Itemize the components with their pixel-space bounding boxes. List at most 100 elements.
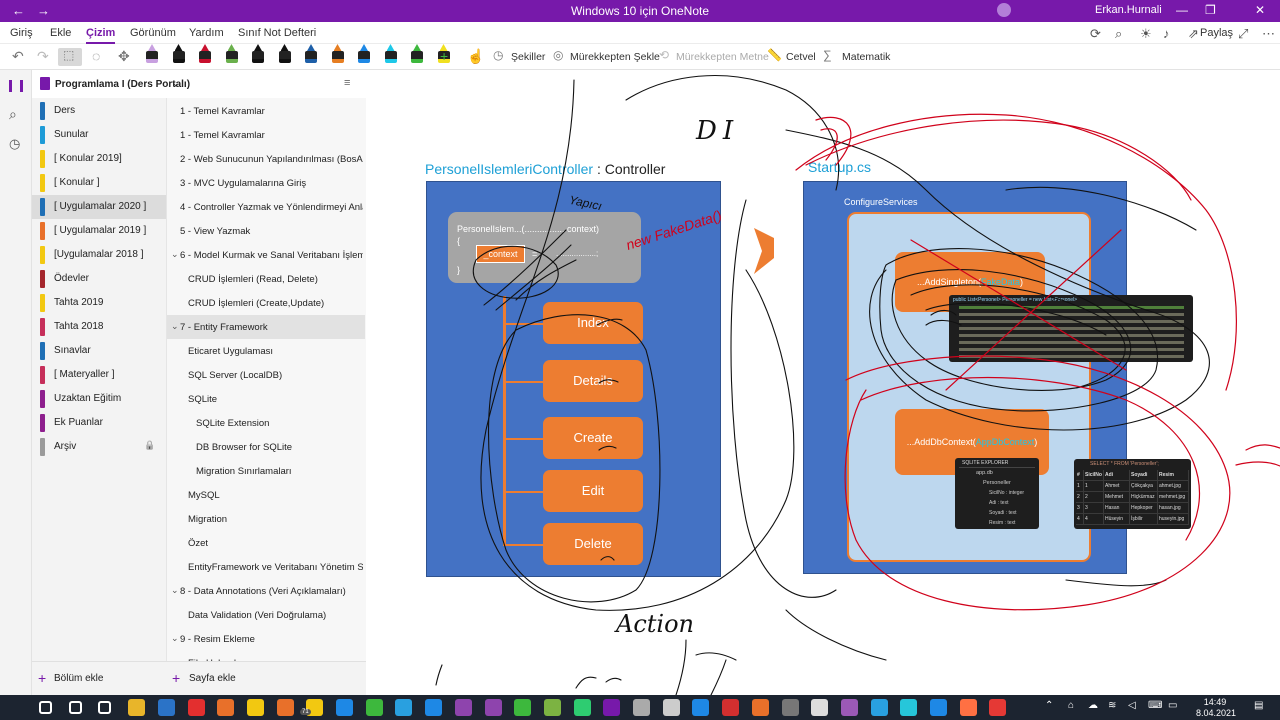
close-button[interactable]: ✕ bbox=[1255, 3, 1266, 17]
more-icon[interactable]: ⋯ bbox=[1262, 26, 1275, 41]
page-item[interactable]: Eticaret Uygulaması bbox=[167, 339, 365, 363]
app-icon[interactable] bbox=[514, 699, 532, 716]
firefox-icon[interactable] bbox=[217, 699, 235, 716]
fullscreen-icon[interactable]: ⤢ bbox=[1238, 26, 1249, 41]
app-icon[interactable] bbox=[840, 699, 858, 716]
chevron-down-icon[interactable]: ⌄ bbox=[171, 633, 179, 643]
add-section-icon[interactable]: + bbox=[38, 670, 47, 686]
pen-tool[interactable] bbox=[305, 44, 317, 66]
pen-tool[interactable] bbox=[172, 44, 185, 66]
app-icon[interactable] bbox=[959, 699, 977, 716]
notebook-header[interactable]: Programlama I (Ders Portalı) ⌄ ≡ bbox=[32, 70, 366, 98]
page-item[interactable]: 5 - View Yazmak bbox=[167, 219, 365, 243]
section-item[interactable]: Sınavlar bbox=[32, 339, 166, 363]
section-item[interactable]: Sunular bbox=[32, 123, 166, 147]
page-item[interactable]: Data Validation (Veri Doğrulama) bbox=[167, 603, 365, 627]
app-icon[interactable] bbox=[633, 699, 650, 716]
network-icon[interactable]: ⌂ bbox=[1068, 700, 1075, 711]
task-view-icon[interactable] bbox=[98, 701, 112, 714]
shapes-icon[interactable]: ◷ bbox=[493, 48, 504, 62]
database-icon[interactable] bbox=[662, 699, 680, 716]
page-item[interactable]: SQLite Extension bbox=[167, 411, 365, 435]
menu-yardim[interactable]: Yardım bbox=[189, 27, 224, 39]
lasso-icon[interactable]: ◌ bbox=[92, 48, 101, 64]
start-icon[interactable] bbox=[39, 701, 52, 714]
pen-tool[interactable] bbox=[278, 44, 291, 66]
chevron-down-icon[interactable]: ⌄ bbox=[171, 321, 179, 331]
search-icon[interactable]: ⌕ bbox=[1115, 26, 1123, 41]
add-space-icon[interactable]: ✥ bbox=[118, 48, 130, 64]
menu-cizim[interactable]: Çizim bbox=[86, 27, 116, 44]
cloud-icon[interactable]: ☁ bbox=[1088, 700, 1098, 711]
file-explorer-icon[interactable] bbox=[128, 699, 146, 716]
back-arrow-icon[interactable]: ← bbox=[12, 3, 25, 18]
chevron-down-icon[interactable]: ⌄ bbox=[171, 585, 179, 595]
menu-giris[interactable]: Giriş bbox=[10, 27, 33, 39]
bell-icon[interactable]: ♪ bbox=[1163, 26, 1170, 41]
pen-tool[interactable] bbox=[331, 44, 344, 66]
pen-tool[interactable] bbox=[384, 44, 397, 66]
clock[interactable]: 14:49 8.04.2021 bbox=[1196, 697, 1236, 719]
opera-icon[interactable] bbox=[187, 699, 205, 716]
battery-icon[interactable]: ▭ bbox=[1168, 700, 1178, 711]
pen-tool[interactable] bbox=[358, 44, 370, 66]
search-icon[interactable] bbox=[68, 701, 82, 714]
pen-tool[interactable] bbox=[252, 44, 264, 66]
section-item[interactable]: [ Uygulamalar 2019 ] bbox=[32, 219, 166, 243]
ink-to-shape-icon[interactable]: ◎ bbox=[553, 48, 564, 62]
pen-tool[interactable] bbox=[225, 44, 238, 66]
app-icon[interactable] bbox=[870, 699, 888, 716]
page-item[interactable]: ⌄9 - Resim Ekleme bbox=[167, 627, 365, 651]
undo-icon[interactable]: ↶ bbox=[12, 48, 24, 64]
vs-preview-icon[interactable] bbox=[484, 699, 502, 716]
minimize-button[interactable]: — bbox=[1176, 3, 1188, 17]
page-item[interactable]: 4 - Controller Yazmak ve Yönlendirmeyi A… bbox=[167, 195, 365, 219]
language-icon[interactable]: ⌨ bbox=[1148, 700, 1163, 711]
notebook-name[interactable]: Programlama I (Ders Portalı) bbox=[55, 79, 191, 90]
user-name[interactable]: Erkan.Hurnali bbox=[1095, 4, 1162, 16]
app-icon[interactable] bbox=[276, 699, 294, 716]
notebooks-icon[interactable] bbox=[9, 80, 23, 92]
page-item[interactable]: ⌄6 - Model Kurmak ve Sanal Veritabanı İş… bbox=[167, 243, 365, 267]
pen-tool[interactable] bbox=[437, 44, 450, 66]
page-item[interactable]: SQLite bbox=[167, 387, 365, 411]
menu-ekle[interactable]: Ekle bbox=[50, 27, 72, 39]
section-item[interactable]: Ödevler bbox=[32, 267, 166, 291]
app-icon[interactable] bbox=[543, 699, 561, 716]
page-item[interactable]: CRUD İşlemleri (Read, Delete) bbox=[167, 267, 365, 291]
forward-arrow-icon[interactable]: → bbox=[37, 3, 50, 18]
vscode-icon[interactable] bbox=[425, 699, 443, 716]
lasso-select-icon[interactable]: ⬚ bbox=[58, 48, 82, 66]
page-item[interactable]: EntityFramework ve Veritabanı Yönetim Si… bbox=[167, 555, 365, 579]
page-item[interactable]: ⌄8 - Data Annotations (Veri Açıklamaları… bbox=[167, 579, 365, 603]
page-item[interactable]: Migration bbox=[167, 507, 365, 531]
section-item[interactable]: [ Konular 2019] bbox=[32, 147, 166, 171]
menu-gorunum[interactable]: Görünüm bbox=[130, 27, 176, 39]
page-item[interactable]: CRUD İşlemleri (Create,Update) bbox=[167, 291, 365, 315]
section-item[interactable]: Ders bbox=[32, 99, 166, 123]
github-icon[interactable] bbox=[811, 699, 829, 716]
visual-studio-icon[interactable] bbox=[454, 699, 472, 716]
store-icon[interactable] bbox=[157, 699, 175, 716]
sync-icon[interactable]: ⟳ bbox=[1090, 26, 1101, 41]
chrome-icon[interactable] bbox=[246, 699, 264, 716]
pen-tool[interactable] bbox=[199, 44, 211, 66]
add-pen-icon[interactable]: + bbox=[440, 48, 449, 64]
section-item[interactable]: Arşiv🔒 bbox=[32, 435, 166, 459]
section-item[interactable]: [ Materyaller ] bbox=[32, 363, 166, 387]
shapes-button[interactable]: Şekiller bbox=[511, 51, 546, 63]
page-item[interactable]: SQL Server (LocalDB) bbox=[167, 363, 365, 387]
lightbulb-icon[interactable]: ☀ bbox=[1140, 26, 1152, 41]
whatsapp-icon[interactable] bbox=[365, 699, 383, 716]
search-icon[interactable]: ⌕ bbox=[9, 106, 17, 122]
wifi-icon[interactable]: ≋ bbox=[1108, 700, 1117, 711]
share-button[interactable]: Paylaş bbox=[1200, 27, 1234, 39]
section-item[interactable]: Tahta 2019 bbox=[32, 291, 166, 315]
volume-icon[interactable]: ◁ bbox=[1128, 700, 1136, 711]
section-item[interactable]: Uzaktan Eğitim bbox=[32, 387, 166, 411]
pen-tool[interactable] bbox=[146, 44, 158, 66]
chevron-down-icon[interactable]: ⌄ bbox=[171, 249, 179, 259]
page-item[interactable]: Özet bbox=[167, 531, 365, 555]
sort-icon[interactable]: ≡ bbox=[344, 77, 351, 89]
page-item[interactable]: 2 - Web Sunucunun Yapılandırılması (BosA… bbox=[167, 147, 365, 171]
